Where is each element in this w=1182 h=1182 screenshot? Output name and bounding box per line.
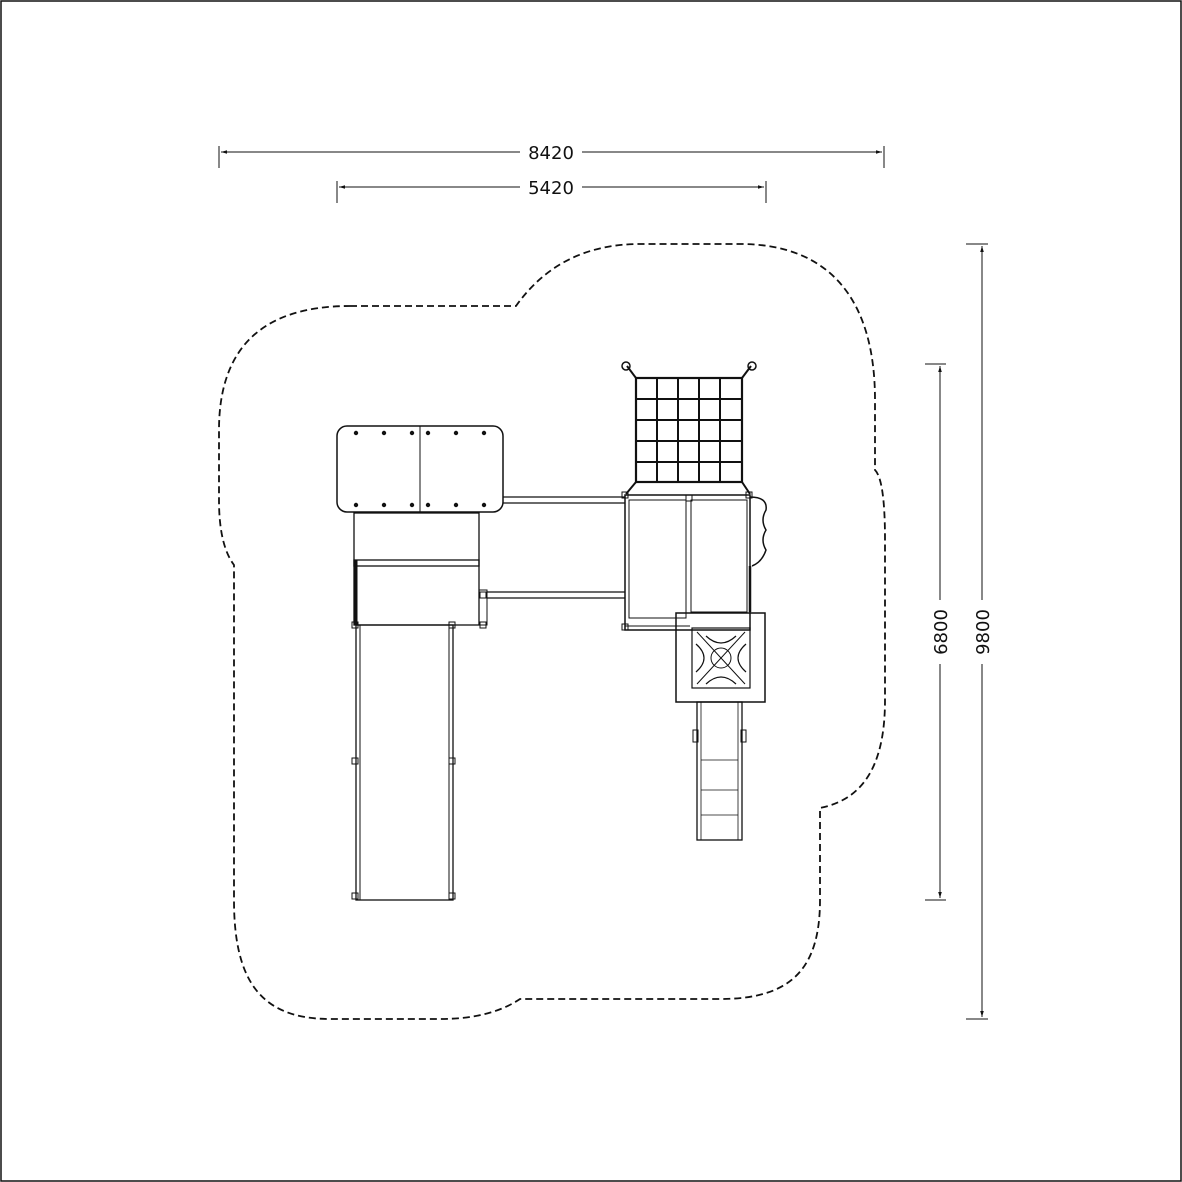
right-tower: [621, 491, 767, 631]
left-wide-slide: [351, 624, 456, 901]
left-tower: [336, 425, 504, 629]
structure-length-label: 6800: [931, 609, 952, 655]
roof-bolts: [353, 430, 487, 508]
climbing-net: [621, 361, 757, 495]
side-climbing-holds: [749, 496, 767, 567]
dimension-overall-width: 8420: [218, 143, 885, 168]
dimension-overall-length: 9800: [966, 243, 994, 1020]
dimension-inner-width: 5420: [336, 178, 767, 203]
right-narrow-slide: [692, 701, 747, 841]
inner-width-label: 5420: [528, 178, 574, 199]
overall-width-label: 8420: [528, 143, 574, 164]
right-deck-left: [628, 499, 687, 619]
right-roof-panel: [675, 612, 766, 703]
overall-length-label: 9800: [973, 609, 994, 655]
left-deck: [353, 512, 480, 626]
right-tower-posts: [621, 491, 753, 631]
dimension-structure-length: 6800: [925, 363, 952, 901]
connecting-bridge: [487, 496, 625, 599]
tower-posts: [351, 591, 487, 629]
safety-zone-outline: [218, 243, 886, 1020]
right-deck-right: [690, 499, 748, 613]
